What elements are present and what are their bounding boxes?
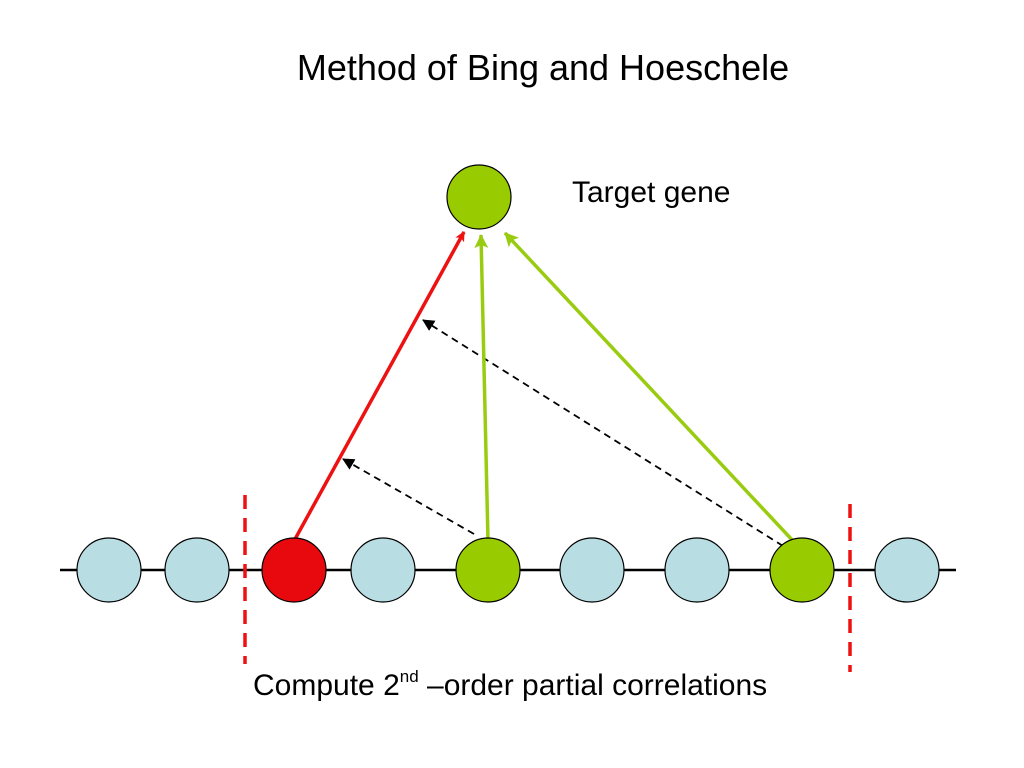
red-arrow-to-target [292, 231, 466, 542]
target-gene-label: Target gene [572, 176, 731, 209]
target-gene-node [446, 164, 512, 230]
green-arrow-right-to-target [503, 231, 797, 545]
gene-node [164, 537, 230, 603]
caption-text-start: Compute 2 [253, 669, 400, 702]
caption-superscript: nd [399, 667, 419, 686]
gene-node-regulator [769, 537, 835, 603]
caption: Compute 2nd –order partial correlations [253, 666, 767, 706]
gene-node [559, 537, 625, 603]
gene-node-selected [261, 537, 327, 603]
gene-node-regulator [455, 537, 521, 603]
slide-title: Method of Bing and Hoeschele [296, 47, 790, 88]
gene-node [874, 537, 940, 603]
caption-text-end: –order partial correlations [418, 669, 768, 702]
green-arrow-center-to-target [474, 234, 490, 542]
dashed-arrow-from-gene-8 [422, 319, 784, 547]
gene-node [76, 537, 142, 603]
dashed-arrow-from-gene-5 [342, 458, 475, 535]
gene-node [664, 537, 730, 603]
gene-node [350, 537, 416, 603]
